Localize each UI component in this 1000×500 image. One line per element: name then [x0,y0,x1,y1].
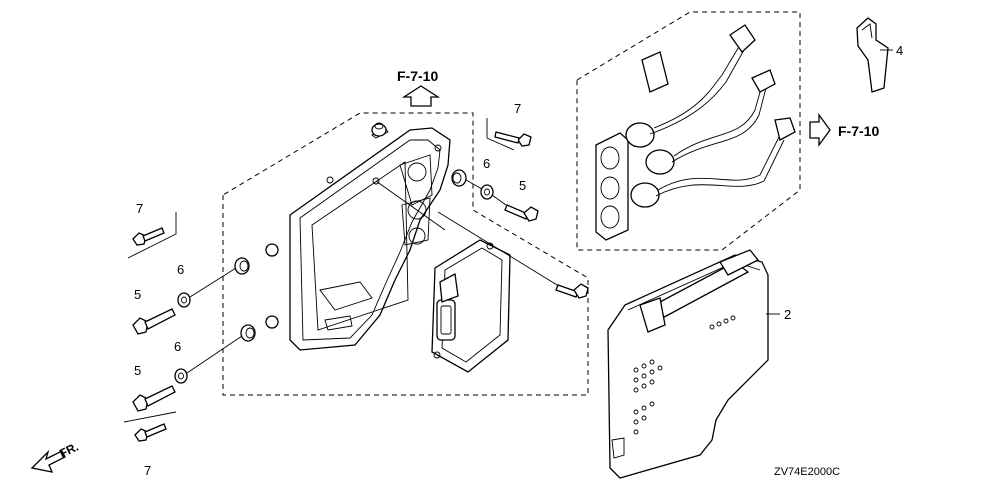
reference-arrow-right [809,113,831,147]
cover [607,249,769,479]
callout-6-right: 6 [483,156,490,171]
case-assembly-boundary [222,112,589,396]
leader-bolt-right [437,211,563,289]
callout-2: 2 [784,307,791,322]
bracket-7-top [486,118,515,151]
reference-label-right: F-7-10 [838,123,879,139]
washer-6-right [480,184,494,200]
bracket-7-bottom [123,411,177,423]
callout-5-left-upper: 5 [134,287,141,302]
front-label: FR. [57,440,81,461]
bolt-5-upper [132,308,176,335]
callout-7-bottom: 7 [144,463,151,478]
reference-arrow-up [401,85,441,107]
leader-case-module [375,180,446,231]
bolt-7-upper [132,227,165,246]
bolt-right-middle [555,283,589,299]
washer-6-upper [177,292,191,308]
grommet-right-top [451,169,467,187]
callout-5-right: 5 [519,178,526,193]
front-direction-arrow [30,449,66,473]
grommet-left-lower [240,315,279,342]
reference-label-top: F-7-10 [397,68,438,84]
callout-5-left-lower: 5 [134,363,141,378]
bracket-7-left [127,212,177,259]
callout-7-left: 7 [136,201,143,216]
callout-4: 4 [896,43,903,58]
ignition-coil-assembly [595,24,796,241]
control-module [431,239,511,373]
bolt-5-lower [132,385,176,412]
bolt-7-lower [134,423,167,442]
cover-vent-holes [633,315,736,435]
callout-6-left-lower: 6 [174,339,181,354]
callout-7-top: 7 [514,101,521,116]
control-unit-case [289,127,451,351]
wire-clip [856,17,889,93]
grommet-left-upper [234,243,279,275]
bolt-5-right [504,204,539,222]
grommet-top [371,122,387,137]
drawing-code: ZV74E2000C [774,466,840,478]
washer-6-lower [174,368,188,384]
bolt-7-top [494,131,532,147]
callout-6-left-upper: 6 [177,262,184,277]
